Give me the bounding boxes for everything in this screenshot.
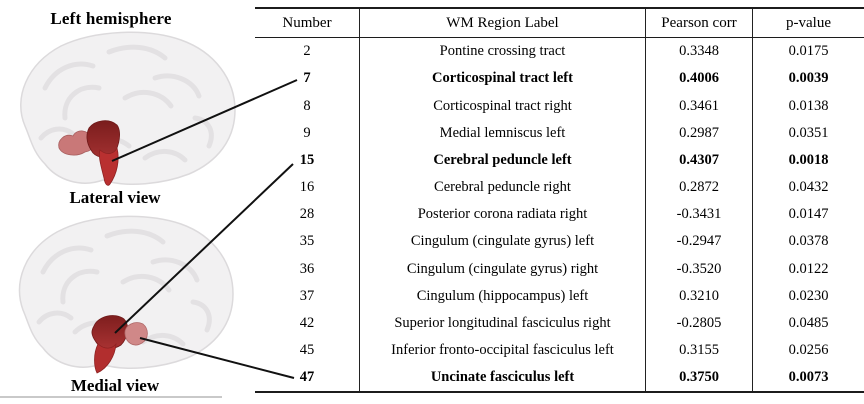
cell-number: 15 xyxy=(255,146,360,174)
cell-number: 45 xyxy=(255,336,360,364)
cell-pearson-corr: 0.4307 xyxy=(646,146,753,174)
table-row: 7 Corticospinal tract left 0.4006 0.0039 xyxy=(255,65,864,93)
cell-p-value: 0.0175 xyxy=(788,43,829,60)
cell-pearson-corr: 0.3750 xyxy=(646,363,753,392)
cell-p-value: 0.0256 xyxy=(788,342,829,359)
cell-region-label: Cerebral peduncle right xyxy=(360,173,646,201)
cell-pearson-corr: 0.2987 xyxy=(646,119,753,147)
table-row: 15 Cerebral peduncle left 0.4307 0.0018 xyxy=(255,146,864,174)
cell-number: 47 xyxy=(255,363,360,392)
cell-pearson-corr: 0.3210 xyxy=(646,282,753,310)
header-pearson-corr: Pearson corr xyxy=(646,9,753,37)
cell-region-label: Cingulum (cingulate gyrus) right xyxy=(360,255,646,283)
table-row: 8 Corticospinal tract right 0.3461 0.013… xyxy=(255,92,864,120)
cell-region-label: Medial lemniscus left xyxy=(360,119,646,147)
table-row: 36 Cingulum (cingulate gyrus) right -0.3… xyxy=(255,255,864,283)
cell-pearson-corr: 0.2872 xyxy=(646,173,753,201)
bottom-edge-line xyxy=(0,396,222,398)
cell-number: 7 xyxy=(255,65,360,93)
cell-p-value: 0.0351 xyxy=(788,124,829,141)
cell-p-value: 0.0138 xyxy=(788,97,829,114)
table-row: 9 Medial lemniscus left 0.2987 0.0351 xyxy=(255,119,864,147)
cell-number: 35 xyxy=(255,228,360,256)
wm-region-stats-table: Number WM Region Label Pearson corr p-va… xyxy=(255,7,864,393)
cell-region-label: Uncinate fasciculus left xyxy=(360,363,646,392)
cell-pearson-corr: -0.3431 xyxy=(646,200,753,229)
table-row: 35 Cingulum (cingulate gyrus) left -0.29… xyxy=(255,228,864,256)
cell-region-label: Cingulum (hippocampus) left xyxy=(360,282,646,310)
header-p-value: p-value xyxy=(786,14,831,31)
cell-number: 42 xyxy=(255,309,360,337)
hemisphere-title: Left hemisphere xyxy=(50,9,172,28)
lateral-view-label: Lateral view xyxy=(69,188,161,207)
table-header-row: Number WM Region Label Pearson corr p-va… xyxy=(255,9,864,38)
cell-p-value: 0.0039 xyxy=(788,70,829,87)
cell-pearson-corr: -0.2805 xyxy=(646,309,753,337)
brain-outline xyxy=(20,31,236,185)
cell-region-label: Cingulum (cingulate gyrus) left xyxy=(360,228,646,256)
highlighted-region-pink-medial xyxy=(124,322,148,346)
table-row: 28 Posterior corona radiata right -0.343… xyxy=(255,200,864,229)
cell-pearson-corr: 0.3461 xyxy=(646,92,753,120)
cell-p-value: 0.0147 xyxy=(788,206,829,223)
cell-number: 37 xyxy=(255,282,360,310)
cell-p-value: 0.0018 xyxy=(788,151,829,168)
cell-p-value: 0.0122 xyxy=(788,260,829,277)
table-row: 42 Superior longitudinal fasciculus righ… xyxy=(255,309,864,337)
cell-p-value: 0.0378 xyxy=(788,233,829,250)
medial-view-brain xyxy=(18,215,234,374)
brain-outline xyxy=(18,215,234,369)
cell-region-label: Superior longitudinal fasciculus right xyxy=(360,309,646,337)
cell-number: 28 xyxy=(255,200,360,229)
cell-region-label: Inferior fronto-occipital fasciculus lef… xyxy=(360,336,646,364)
cell-p-value: 0.0485 xyxy=(788,314,829,331)
cell-region-label: Corticospinal tract left xyxy=(360,65,646,93)
cell-number: 2 xyxy=(255,38,360,66)
cell-number: 9 xyxy=(255,119,360,147)
cell-region-label: Cerebral peduncle left xyxy=(360,146,646,174)
highlighted-region-tail-medial xyxy=(94,342,117,374)
cell-pearson-corr: -0.3520 xyxy=(646,255,753,283)
table-body: 2 Pontine crossing tract 0.3348 0.0175 7… xyxy=(255,38,864,392)
table-row: 47 Uncinate fasciculus left 0.3750 0.007… xyxy=(255,363,864,392)
cell-region-label: Posterior corona radiata right xyxy=(360,200,646,229)
header-region-label: WM Region Label xyxy=(360,9,646,37)
medial-view-label: Medial view xyxy=(70,376,160,395)
cell-pearson-corr: -0.2947 xyxy=(646,228,753,256)
lateral-view-brain xyxy=(20,31,236,186)
header-number: Number xyxy=(255,9,360,37)
cell-pearson-corr: 0.3348 xyxy=(646,38,753,66)
table-row: 16 Cerebral peduncle right 0.2872 0.0432 xyxy=(255,173,864,201)
cell-p-value: 0.0073 xyxy=(788,369,829,386)
cell-number: 36 xyxy=(255,255,360,283)
table-row: 45 Inferior fronto-occipital fasciculus … xyxy=(255,336,864,364)
cell-pearson-corr: 0.3155 xyxy=(646,336,753,364)
table-row: 37 Cingulum (hippocampus) left 0.3210 0.… xyxy=(255,282,864,310)
table-row: 2 Pontine crossing tract 0.3348 0.0175 xyxy=(255,38,864,66)
cell-region-label: Pontine crossing tract xyxy=(360,38,646,66)
cell-region-label: Corticospinal tract right xyxy=(360,92,646,120)
cell-pearson-corr: 0.4006 xyxy=(646,65,753,93)
cell-number: 8 xyxy=(255,92,360,120)
cell-number: 16 xyxy=(255,173,360,201)
cell-p-value: 0.0432 xyxy=(788,179,829,196)
cell-p-value: 0.0230 xyxy=(788,287,829,304)
